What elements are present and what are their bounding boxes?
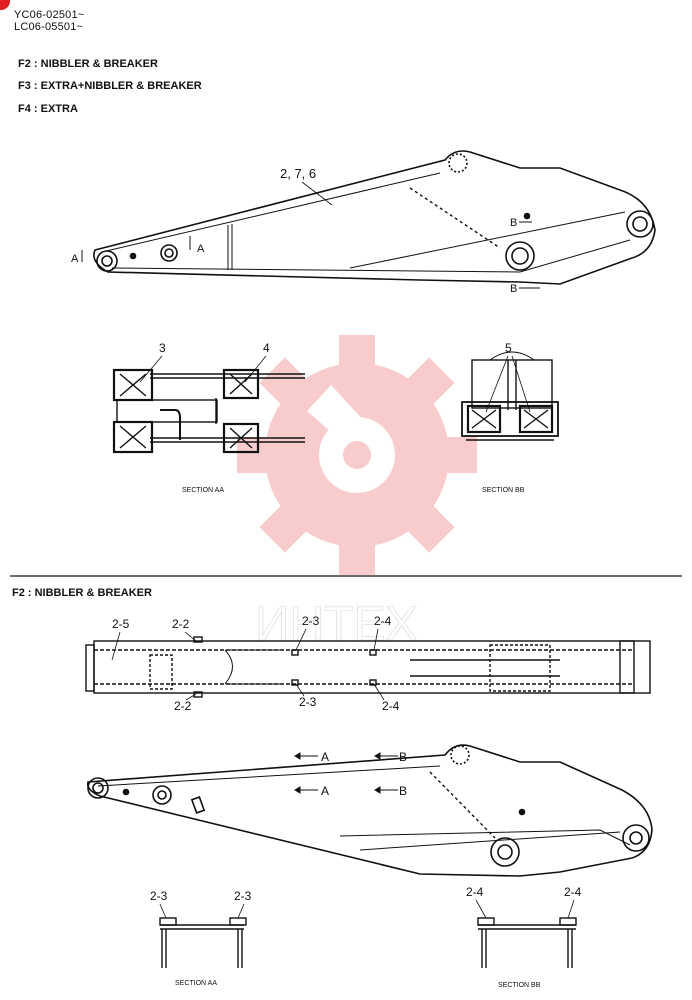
legend-code: F2 — [18, 58, 31, 70]
serial-line: YC06-02501~ — [14, 9, 85, 21]
legend-code: F4 — [18, 103, 31, 115]
legend-text: EXTRA — [40, 103, 78, 115]
lower-cut-b-top: B — [399, 750, 407, 764]
callout-2-4-top: 2-4 — [374, 614, 392, 628]
upper-section-bb — [461, 351, 559, 441]
lower-section-aa-caption: SECTION AA — [175, 980, 217, 987]
legend-f2: F2 : NIBBLER & BREAKER — [18, 58, 158, 70]
callout-main-parts: 2, 7, 6 — [280, 166, 316, 181]
cut-label-b-top: B — [510, 217, 517, 229]
section-aa-caption: SECTION AA — [182, 487, 224, 494]
section-bb-caption: SECTION BB — [482, 487, 525, 494]
watermark-text: ИНТЕХ — [255, 598, 418, 651]
lower-cut-a-bottom: A — [321, 784, 329, 798]
callout-4: 4 — [263, 341, 270, 355]
cut-label-a-left: A — [71, 253, 79, 265]
callout-2-3-bottom: 2-3 — [299, 695, 317, 709]
lower-cut-arrows — [294, 752, 398, 794]
upper-section-aa — [112, 368, 305, 454]
legend-code: F3 — [18, 80, 31, 92]
callout-5: 5 — [505, 341, 512, 355]
legend-text: EXTRA+NIBBLER & BREAKER — [40, 80, 202, 92]
lower-section-title: F2 : NIBBLER & BREAKER — [12, 587, 152, 599]
serial-range: YC06-02501~ LC06-05501~ — [14, 9, 84, 33]
lower-boom-side-view — [86, 744, 653, 877]
lower-section-bb-caption: SECTION BB — [498, 982, 541, 989]
lower-section-bb — [477, 917, 577, 968]
callout-2-3-sec-left: 2-3 — [150, 889, 168, 903]
callout-2-5: 2-5 — [112, 617, 130, 631]
lower-boom-top-view — [85, 636, 651, 698]
callout-2-4-sec-right: 2-4 — [564, 885, 582, 899]
callout-2-3-top: 2-3 — [302, 614, 320, 628]
callout-2-3-sec-right: 2-3 — [234, 889, 252, 903]
serial-line: LC06-05501~ — [14, 21, 84, 33]
legend-f4: F4 : EXTRA — [18, 103, 78, 115]
cut-label-a-right: A — [197, 243, 205, 255]
watermark-gear-icon — [237, 335, 477, 575]
callout-2-2-bottom: 2-2 — [174, 699, 192, 713]
callout-2-4-sec-left: 2-4 — [466, 885, 484, 899]
lower-cut-b-bottom: B — [399, 784, 407, 798]
callout-2-2-top: 2-2 — [172, 617, 190, 631]
upper-boom-side-view — [93, 150, 656, 285]
legend-text: NIBBLER & BREAKER — [40, 58, 158, 70]
legend-f3: F3 : EXTRA+NIBBLER & BREAKER — [18, 80, 202, 92]
lower-section-aa — [159, 917, 247, 968]
corner-marker — [0, 0, 10, 10]
cut-label-b-bottom: B — [510, 283, 517, 295]
lower-cut-a-top: A — [321, 750, 329, 764]
callout-3: 3 — [159, 341, 166, 355]
callout-2-4-bottom: 2-4 — [382, 699, 400, 713]
